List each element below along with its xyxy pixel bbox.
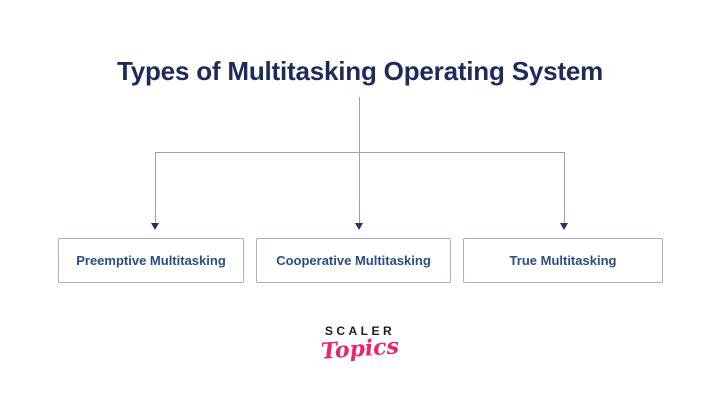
arrow-down-icon	[151, 223, 159, 230]
arrow-down-icon	[355, 223, 363, 230]
diagram-title: Types of Multitasking Operating System	[116, 56, 603, 86]
arrow-down-icon	[560, 223, 568, 230]
node-true-multitasking: True Multitasking	[463, 238, 663, 283]
connector-right-vertical-line	[563, 152, 565, 224]
logo-brand-text: SCALER	[324, 324, 396, 338]
connector-center-vertical-line	[358, 97, 360, 224]
connector-horizontal-line	[154, 151, 565, 153]
node-preemptive-multitasking: Preemptive Multitasking	[58, 238, 244, 283]
node-cooperative-multitasking: Cooperative Multitasking	[256, 238, 451, 283]
logo-sub-text: Topics	[320, 333, 400, 365]
connector-left-vertical-line	[154, 152, 156, 224]
scaler-topics-logo: SCALER Topics	[0, 324, 720, 365]
